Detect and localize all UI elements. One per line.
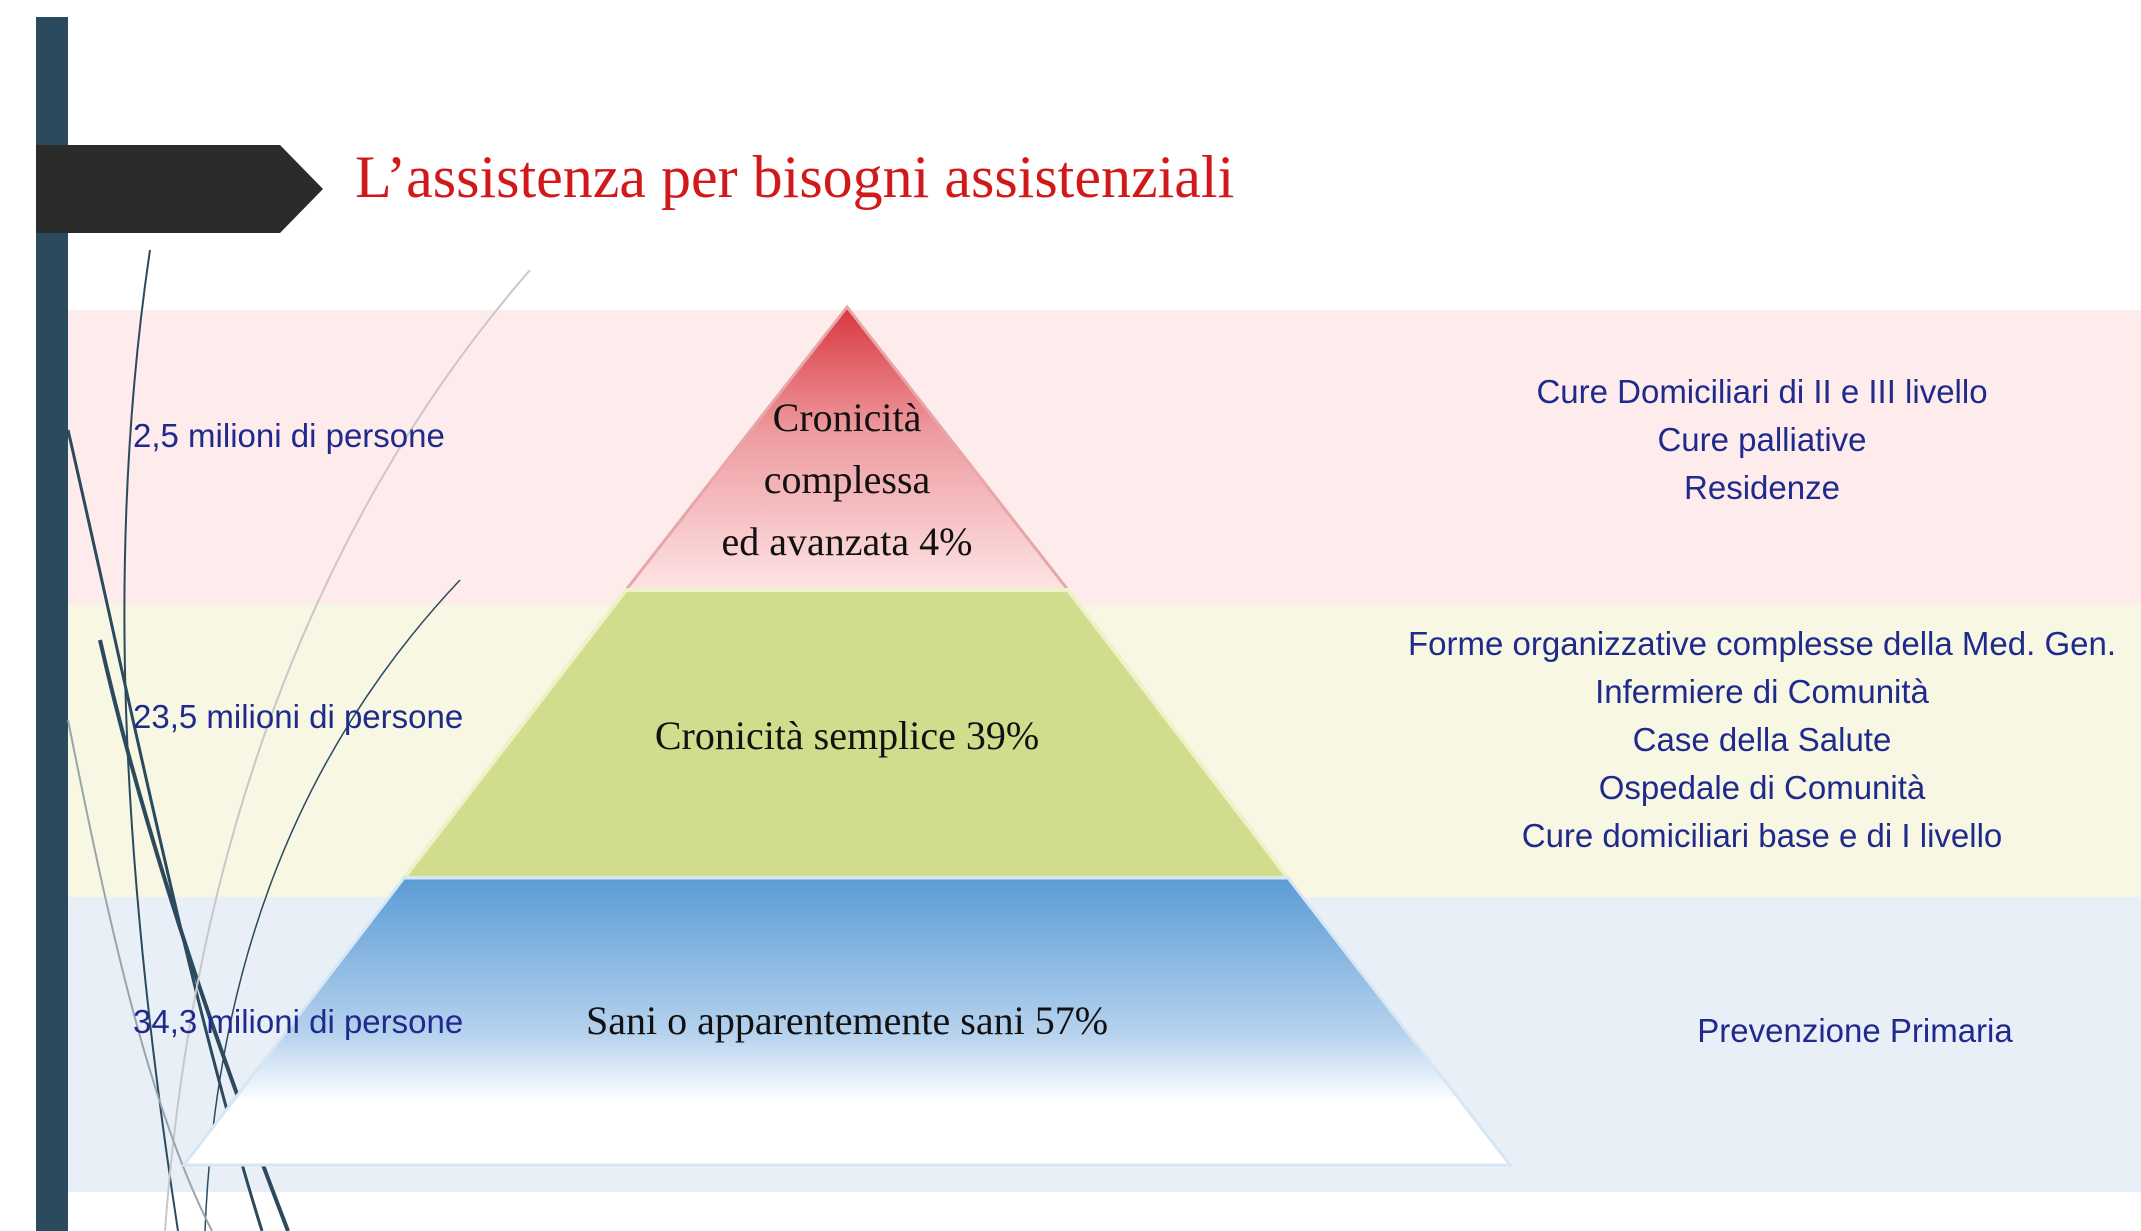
service-item: Residenze (1684, 469, 1840, 506)
title-arrow-icon (36, 145, 323, 233)
pyramid-tier-bottom (180, 876, 1514, 1167)
page-title: L’assistenza per bisogni assistenziali (355, 144, 1235, 210)
band-top (68, 310, 2141, 605)
people-count-bottom: 34,3 milioni di persone (133, 1003, 464, 1040)
service-item: Cure palliative (1657, 421, 1867, 458)
service-item: Ospedale di Comunità (1598, 769, 1926, 806)
service-item: Cure domiciliari base e di I livello (1521, 817, 2003, 854)
people-count-middle: 23,5 milioni di persone (133, 698, 464, 735)
tier-label-bottom: Sani o apparentemente sani 57% (497, 990, 1197, 1052)
tier-label-line: ed avanzata 4% (721, 519, 973, 564)
tier-label-top: Cronicità complessa ed avanzata 4% (647, 387, 1047, 573)
service-item: Infermiere di Comunità (1595, 673, 1929, 710)
tier-label-middle: Cronicità semplice 39% (527, 705, 1167, 767)
people-count-top: 2,5 milioni di persone (133, 417, 445, 454)
service-item: Prevenzione Primaria (1697, 1012, 2013, 1049)
service-item: Case della Salute (1632, 721, 1892, 758)
services-list-bottom: Prevenzione Primaria (1555, 1007, 2141, 1055)
services-list-top: Cure Domiciliari di II e III livello Cur… (1462, 368, 2062, 512)
service-item: Forme organizzative complesse della Med.… (1408, 625, 2116, 662)
services-list-middle: Forme organizzative complesse della Med.… (1362, 620, 2141, 860)
tier-label-line: Cronicità semplice 39% (654, 713, 1040, 758)
service-item: Cure Domiciliari di II e III livello (1536, 373, 1988, 410)
tier-label-line: complessa (763, 457, 931, 502)
tier-label-line: Sani o apparentemente sani 57% (585, 998, 1109, 1043)
tier-label-line: Cronicità (772, 395, 922, 440)
